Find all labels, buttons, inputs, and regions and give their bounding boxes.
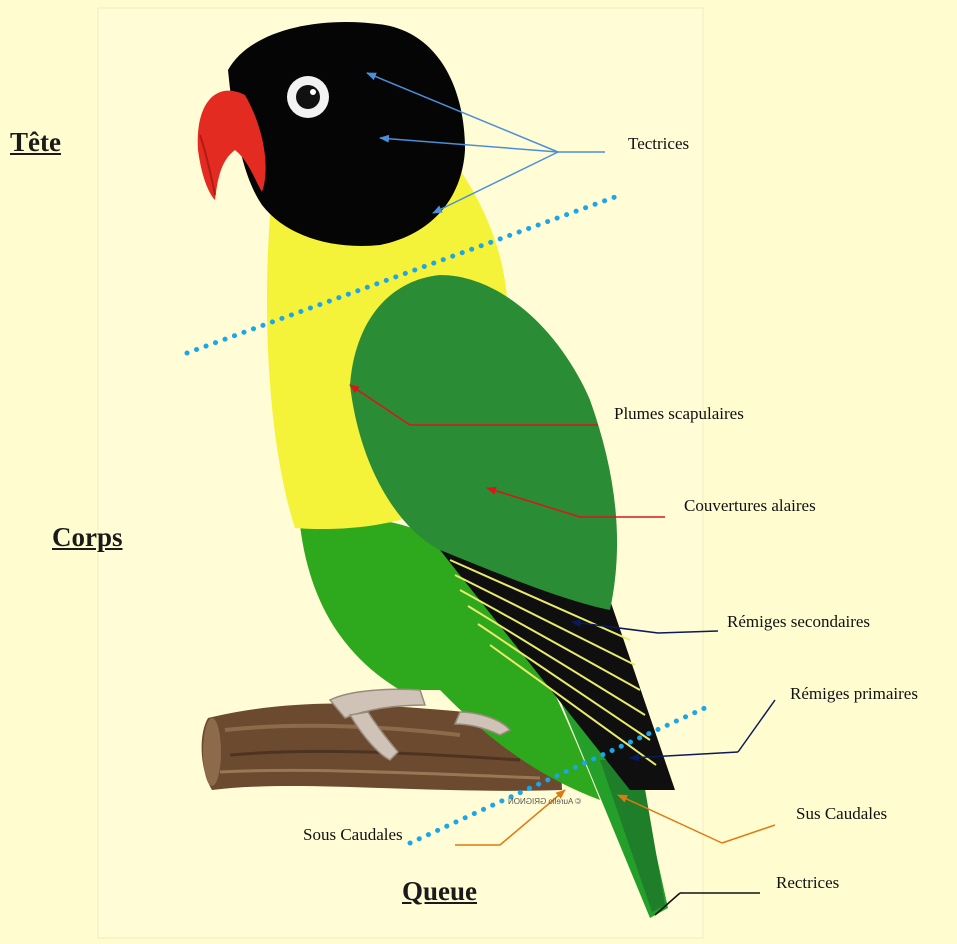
eye — [287, 76, 329, 118]
section-label-head: Tête — [10, 127, 61, 158]
callout-remiges-primaires: Rémiges primaires — [790, 684, 918, 704]
section-label-body: Corps — [52, 522, 123, 553]
callout-tectrices: Tectrices — [628, 134, 689, 154]
callout-sous-caudales: Sous Caudales — [303, 825, 403, 845]
copyright-watermark: © Aurelio GRIGNON — [508, 797, 581, 806]
callout-couvertures-alaires: Couvertures alaires — [684, 496, 816, 516]
callout-rectrices: Rectrices — [776, 873, 839, 893]
callout-sus-caudales: Sus Caudales — [796, 804, 887, 824]
section-label-tail: Queue — [402, 876, 477, 907]
callout-plumes-scapulaires: Plumes scapulaires — [614, 404, 744, 424]
callout-remiges-secondaires: Rémiges secondaires — [727, 612, 870, 632]
